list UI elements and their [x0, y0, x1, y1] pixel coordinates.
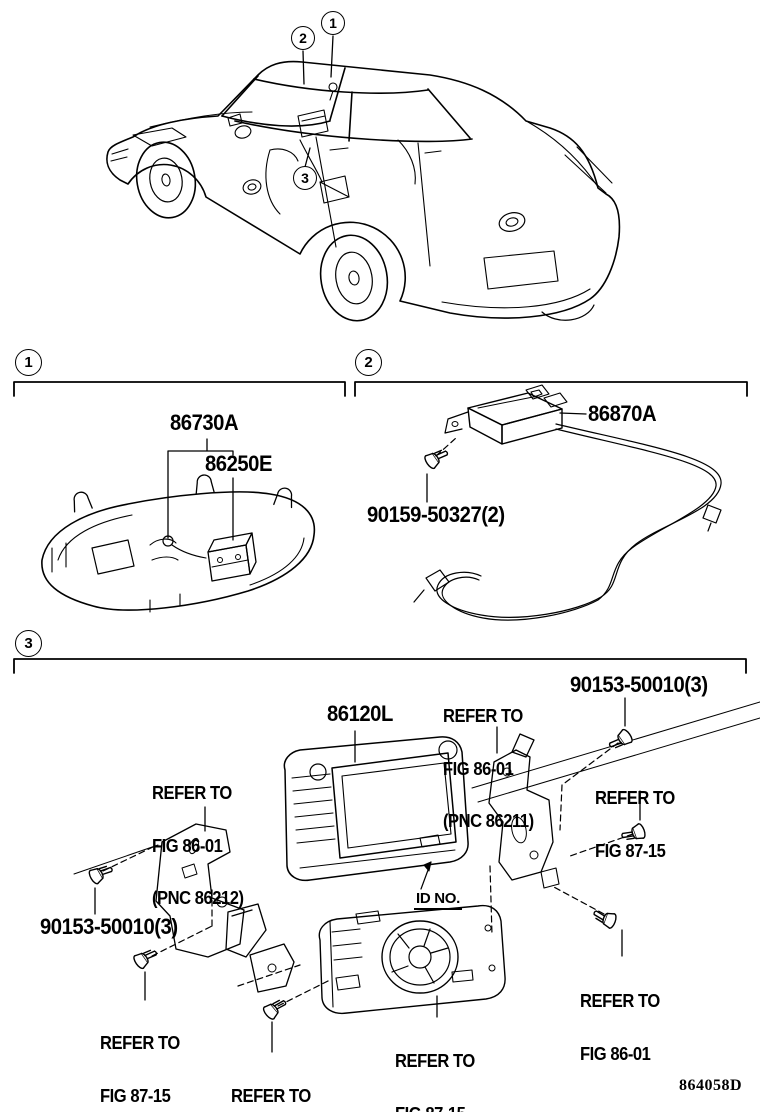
part-label-90153-50010-left: 90153-50010(3)	[40, 914, 178, 939]
section2-leader-lines	[426, 412, 587, 503]
car-door-cuts	[315, 136, 431, 267]
console-opening	[91, 539, 135, 575]
ref-note-fig-87-15-right: REFER TO FIG 87-15	[595, 788, 675, 861]
car-beltline	[234, 120, 473, 143]
car-pillars	[348, 88, 471, 142]
climate-control-55900	[318, 904, 506, 1015]
part-86120L-radio	[283, 736, 469, 882]
section-brackets	[13, 381, 748, 674]
ref-note-pnc-55900: REFER TO FIG 87-15 (PNC 55900)	[395, 1051, 475, 1112]
car-callout-2: 2	[291, 26, 315, 50]
climate-knob	[381, 920, 459, 994]
screw-icon	[260, 993, 290, 1022]
mic-wire	[171, 544, 207, 559]
screw-icon	[590, 906, 619, 930]
car-grille	[110, 148, 129, 162]
section1-leader-lines	[167, 438, 234, 541]
section-3-bracket	[13, 658, 747, 674]
car-license-plate	[483, 250, 559, 290]
car-cowl	[221, 115, 331, 127]
car-rear-wheel	[319, 234, 389, 322]
car-door-handles	[329, 147, 442, 154]
id-plate	[419, 834, 441, 848]
antenna-cable	[413, 423, 722, 621]
ref-note-fig-86-01-bottom-center: REFER TO FIG 86-01	[231, 1086, 311, 1106]
car-line-drawing	[106, 35, 621, 322]
car-a-pillars	[221, 67, 346, 121]
section-1-number: 1	[15, 349, 42, 376]
car-far-wheel	[541, 304, 595, 321]
car-body-outline	[106, 60, 621, 319]
screw-icon	[422, 443, 452, 471]
part-label-90159-50327: 90159-50327(2)	[367, 502, 505, 527]
antenna-assembly-drawing	[413, 384, 722, 621]
car-mirror	[227, 113, 243, 127]
figure-code: 864058D	[679, 1077, 743, 1094]
car-taillight	[564, 146, 613, 194]
car-hood-crease	[149, 111, 253, 128]
car-bumper-crease	[441, 288, 591, 309]
section-2-bracket	[354, 381, 748, 397]
part-label-86250E: 86250E	[205, 451, 273, 476]
bracket-86212-left	[155, 823, 295, 993]
section3-leader-lines	[94, 697, 641, 1053]
overhead-console-drawing	[41, 438, 316, 613]
section-3-number: 3	[15, 630, 42, 657]
cable-connector-2	[702, 504, 722, 532]
car-callout-1: 1	[321, 11, 345, 35]
car-front-wheel	[135, 141, 197, 219]
id-no-label: ID NO.	[414, 890, 463, 910]
ref-note-pnc-86211: REFER TO FIG 86-01 (PNC 86211)	[443, 706, 534, 831]
car-emblem	[498, 212, 526, 232]
ref-note-pnc-86212: REFER TO FIG 86-01 (PNC 86212)	[152, 783, 244, 908]
car-interior-parts	[234, 82, 416, 215]
part-86250E-box	[207, 532, 257, 582]
section-1-bracket	[13, 381, 346, 397]
car-headlight	[132, 127, 187, 147]
part-label-86120L: 86120L	[327, 701, 393, 726]
ref-note-fig-86-01-bottom-right: REFER TO FIG 86-01	[580, 991, 660, 1064]
car-callout-stems	[302, 35, 334, 168]
car-roof-rail	[253, 78, 429, 94]
ref-note-fig-87-15-bottom-left: REFER TO FIG 87-15	[100, 1033, 180, 1106]
radio-assembly-drawing	[73, 697, 760, 1053]
screw-icon	[605, 727, 635, 755]
part-label-86870A: 86870A	[588, 401, 657, 426]
console-outline	[41, 491, 316, 611]
part-label-86730A: 86730A	[170, 410, 239, 435]
car-deck-crease	[527, 121, 599, 188]
alignment-dashed-lines	[102, 742, 634, 1007]
part-label-90153-50010-top: 90153-50010(3)	[570, 672, 708, 697]
car-callout-3: 3	[293, 166, 317, 190]
radio-screen	[341, 762, 452, 849]
part-86870A-module	[444, 384, 568, 445]
cable-connector	[413, 569, 450, 603]
bracket-86211-right	[488, 733, 560, 889]
section-2-number: 2	[355, 349, 382, 376]
screw-icon	[131, 943, 161, 971]
